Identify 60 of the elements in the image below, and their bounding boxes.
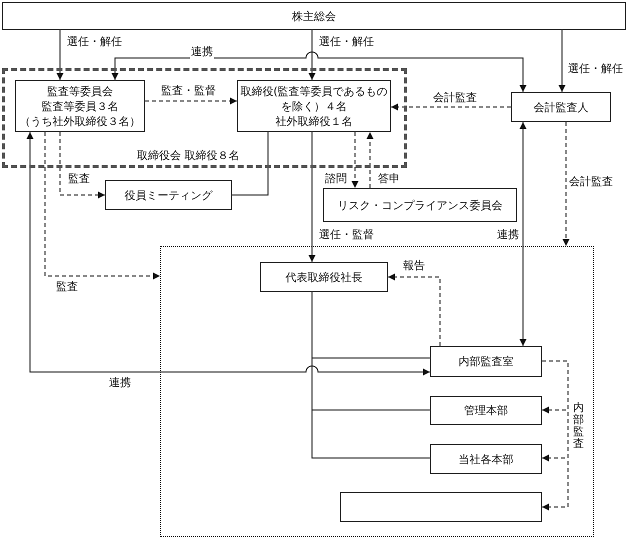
arrow xyxy=(60,132,106,198)
arrow xyxy=(558,30,566,92)
node-label: 社外取締役１名 xyxy=(274,114,354,128)
edge-label: 報告 xyxy=(402,259,426,273)
edge-label: 選任・監督 xyxy=(318,228,375,242)
edge-label: 監査・監督 xyxy=(160,84,217,98)
edge-label: 答申 xyxy=(377,172,401,186)
node-label: （うち社外取締役３名） xyxy=(18,114,142,128)
edge-label: 諮問 xyxy=(324,172,348,186)
arrow xyxy=(56,30,64,80)
edge-label: 会計監査 xyxy=(432,91,478,105)
org-box xyxy=(430,346,542,377)
node-label: リスク・コンプライアンス委員会 xyxy=(336,198,504,212)
arrow xyxy=(44,132,160,280)
edge-label: 連携 xyxy=(108,376,132,390)
arrow xyxy=(26,132,430,376)
arrow xyxy=(562,122,570,246)
org-box xyxy=(15,80,145,132)
arrow xyxy=(308,30,316,80)
node-label: 役員ミーティング xyxy=(124,188,214,202)
org-box xyxy=(430,444,542,474)
node-label: 監査等委員会 xyxy=(46,84,114,98)
arrow xyxy=(390,104,512,110)
edge-label: 選任・解任 xyxy=(66,35,123,49)
org-box xyxy=(237,80,391,132)
node-label: 会計監査人 xyxy=(532,100,590,114)
vertical-label: 内部監査 xyxy=(573,402,584,450)
org-box xyxy=(105,180,232,210)
edge-label: 連携 xyxy=(496,228,520,242)
org-box xyxy=(2,2,626,30)
node-label: 株主総会 xyxy=(291,8,337,24)
arrow xyxy=(144,98,238,104)
arrow xyxy=(520,122,526,346)
arrow xyxy=(352,132,358,188)
node-label: 内部監査室 xyxy=(458,354,514,369)
node-label: 管理本部 xyxy=(463,403,509,418)
org-box xyxy=(511,92,611,122)
node-label: 監査等委員３名 xyxy=(40,98,120,114)
arrow xyxy=(112,52,526,92)
arrow xyxy=(366,132,374,188)
org-box xyxy=(340,492,542,522)
node-label: 取締役(監査等委員であるものを除く）４名 xyxy=(239,84,389,114)
edge-label: 選任・解任 xyxy=(567,62,624,76)
edge-label: 連携 xyxy=(190,45,214,59)
edge-label: 選任・解任 xyxy=(318,35,375,49)
group-frame xyxy=(2,68,407,168)
edge-label: 会計監査 xyxy=(568,175,614,189)
edge-label: 監査 xyxy=(67,172,91,186)
org-box xyxy=(430,396,542,425)
arrow xyxy=(388,274,440,346)
group-frame xyxy=(160,246,594,537)
edge-label: 監査 xyxy=(55,280,79,294)
org-box xyxy=(260,262,388,292)
node-label: 代表取締役社長 xyxy=(284,270,364,284)
connector-line xyxy=(232,132,268,196)
arrow xyxy=(542,360,568,510)
connector-line xyxy=(312,292,430,458)
node-label: 当社各本部 xyxy=(458,452,514,466)
org-box xyxy=(323,188,517,222)
arrow xyxy=(308,132,316,262)
